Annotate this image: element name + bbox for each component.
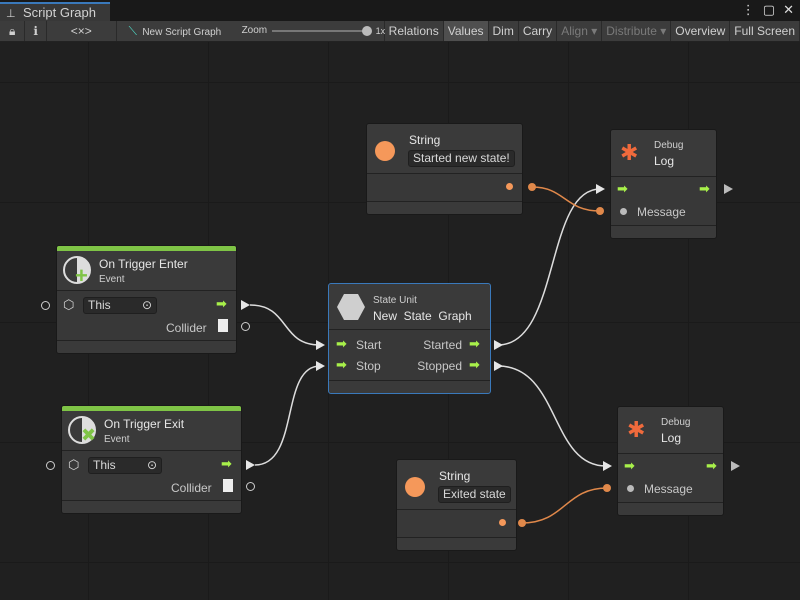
on-trigger-enter-node[interactable]: + On Trigger Enter Event ⬡ This⊙ ➡ Colli…: [56, 245, 237, 354]
tab-bar: ⊥Script Graph ⋮ ▢ ✕: [0, 0, 800, 21]
trigger-event-icon: [68, 416, 96, 444]
cross-icon: ✖: [81, 425, 97, 445]
trigger-event-icon: [63, 256, 91, 284]
flow-input-icon[interactable]: ➡: [336, 357, 347, 372]
flow-output-port[interactable]: [724, 184, 733, 194]
flow-output-icon[interactable]: ➡: [216, 296, 227, 311]
zoom-label: Zoom: [241, 25, 268, 36]
zoom-handle[interactable]: [361, 26, 372, 36]
toolbar: 🔒︎ ℹ <×> ⟍ New Script Graph Zoom 1x Rela…: [0, 21, 800, 42]
flow-output-icon[interactable]: ➡: [469, 336, 480, 351]
lock-button[interactable]: 🔒︎: [0, 21, 26, 41]
target-input-port[interactable]: [46, 461, 55, 470]
connection-exit-stop: [254, 365, 321, 466]
state-unit-icon: [337, 294, 365, 320]
values-button[interactable]: Values: [443, 21, 489, 41]
string-value-field[interactable]: Started new state!: [408, 150, 515, 167]
message-port-icon: [620, 208, 627, 215]
debug-log-node-2[interactable]: ✱ Debug Log ➡ ➡ Message: [617, 406, 724, 516]
flow-input-icon[interactable]: ➡: [336, 336, 347, 351]
target-field[interactable]: This⊙: [88, 457, 162, 474]
string-icon: [405, 477, 425, 497]
flow-output-port[interactable]: [241, 300, 250, 310]
hierarchy-icon: ⊥: [6, 8, 16, 20]
close-icon[interactable]: ✕: [783, 2, 794, 17]
collider-icon: [218, 319, 228, 332]
stopped-output-port[interactable]: [494, 361, 503, 371]
connection-string1-message: [531, 186, 601, 212]
object-picker-icon[interactable]: ⊙: [141, 298, 152, 312]
string-node-2[interactable]: String Exited state: [396, 459, 517, 551]
tab-script-graph[interactable]: ⊥Script Graph: [0, 2, 110, 21]
log-flow-input-port[interactable]: [596, 184, 605, 194]
zoom-value: 1x: [375, 26, 386, 36]
overview-button[interactable]: Overview: [671, 21, 731, 41]
graph-breadcrumb: ⟍ New Script Graph Zoom 1x: [117, 21, 385, 41]
flow-input-icon[interactable]: ➡: [624, 458, 635, 473]
variables-button[interactable]: <×>: [47, 21, 117, 41]
log-flow-input-port[interactable]: [603, 461, 612, 471]
collider-output-port[interactable]: [241, 322, 250, 331]
started-output-port[interactable]: [494, 340, 503, 350]
carry-button[interactable]: Carry: [519, 21, 558, 41]
bug-icon: ✱: [620, 140, 639, 165]
string-output-port[interactable]: [506, 183, 513, 190]
bug-icon: ✱: [627, 417, 646, 442]
collider-output-port[interactable]: [246, 482, 255, 491]
string-output-port[interactable]: [499, 519, 506, 526]
graph-name[interactable]: New Script Graph: [142, 27, 222, 38]
flow-output-icon[interactable]: ➡: [469, 357, 480, 372]
plus-icon: +: [75, 263, 88, 288]
stop-input-port[interactable]: [316, 361, 325, 371]
object-picker-icon[interactable]: ⊙: [146, 458, 157, 472]
collider-icon: [223, 479, 233, 492]
relations-button[interactable]: Relations: [385, 21, 444, 41]
flow-output-icon[interactable]: ➡: [221, 456, 232, 471]
target-input-port[interactable]: [41, 301, 50, 310]
on-trigger-exit-node[interactable]: ✖ On Trigger Exit Event ⬡ This⊙ ➡ Collid…: [61, 405, 242, 514]
connection-stopped-log: [497, 365, 607, 467]
string-node-1[interactable]: String Started new state!: [366, 123, 523, 215]
graph-icon: ⟍: [128, 24, 137, 38]
flow-output-icon[interactable]: ➡: [699, 181, 710, 196]
info-button[interactable]: ℹ: [25, 21, 47, 41]
gameobject-icon: ⬡: [63, 297, 75, 312]
connection-string2-message: [521, 487, 608, 524]
distribute-dropdown[interactable]: Distribute ▾: [602, 21, 672, 41]
flow-input-icon[interactable]: ➡: [617, 181, 628, 196]
dim-button[interactable]: Dim: [489, 21, 519, 41]
flow-output-icon[interactable]: ➡: [706, 458, 717, 473]
gameobject-icon: ⬡: [68, 457, 80, 472]
flow-output-port[interactable]: [731, 461, 740, 471]
connection-enter-start: [249, 304, 321, 346]
maximize-icon[interactable]: ▢: [762, 2, 776, 17]
target-field[interactable]: This⊙: [83, 297, 157, 314]
zoom-slider[interactable]: [271, 30, 369, 32]
message-port-icon: [627, 485, 634, 492]
state-unit-node[interactable]: State Unit New State Graph ➡ Start ➡ Sto…: [328, 283, 491, 394]
flow-output-port[interactable]: [246, 460, 255, 470]
string-value-field[interactable]: Exited state: [438, 486, 511, 503]
more-icon[interactable]: ⋮: [741, 2, 755, 17]
align-dropdown[interactable]: Align ▾: [557, 21, 603, 41]
connection-started-log: [497, 188, 601, 346]
debug-log-node-1[interactable]: ✱ Debug Log ➡ ➡ Message: [610, 129, 717, 239]
string-icon: [375, 141, 395, 161]
start-input-port[interactable]: [316, 340, 325, 350]
